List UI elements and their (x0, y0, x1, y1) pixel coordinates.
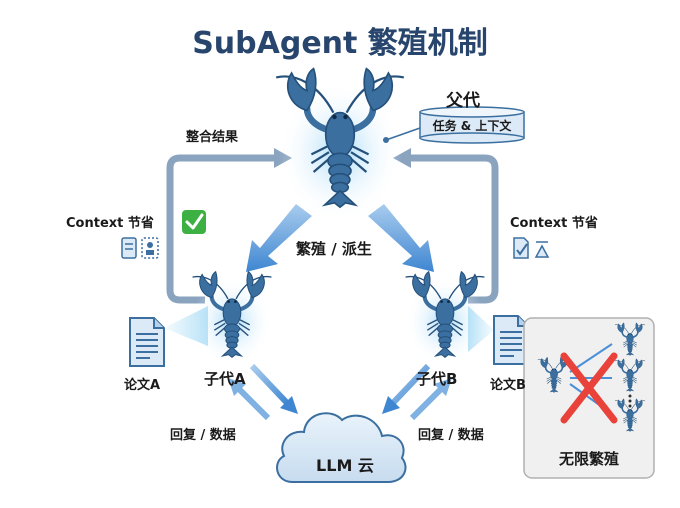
child-a-label: 子代A (204, 370, 246, 388)
context-saving-icons-right (513, 237, 550, 259)
parent-label: 父代 (446, 91, 480, 111)
paper-b-label: 论文B (490, 378, 526, 393)
context-saving-label-left: Context 节省 (66, 216, 154, 231)
cloud-to-child-a-arrow (228, 378, 271, 421)
check-icon (182, 210, 206, 234)
context-saving-icons-left (121, 237, 159, 259)
spawn-label: 繁殖 / 派生 (296, 240, 372, 258)
spawn-arrow-left (246, 204, 312, 272)
page-title: SubAgent 繁殖机制 (192, 26, 488, 61)
parent-connector (385, 127, 421, 141)
paper-b-beam (468, 306, 494, 352)
parent-connector-dot (383, 137, 389, 143)
child-a-to-cloud-arrow (249, 363, 298, 414)
infinite-breeding-panel (523, 317, 655, 479)
reply-label-left: 回复 / 数据 (170, 428, 236, 443)
context-saving-label-right: Context 节省 (510, 216, 598, 231)
merge-loop-right (393, 148, 499, 304)
reply-label-right: 回复 / 数据 (418, 428, 484, 443)
context-cylinder (419, 106, 525, 144)
paper-a-icon (129, 317, 165, 367)
cloud-to-child-b-arrow (409, 378, 452, 421)
llm-cloud-icon (276, 412, 407, 483)
merge-label: 整合结果 (186, 130, 239, 145)
spawn-arrow-right (368, 204, 434, 272)
paper-a-label: 论文A (124, 378, 161, 393)
cross-icon (560, 352, 618, 424)
paper-b-icon (493, 315, 529, 365)
child-b-to-cloud-arrow (382, 363, 431, 414)
child-b-label: 子代B (416, 370, 458, 388)
context-label: 任务 & 上下文 (432, 119, 512, 133)
cloud-label: LLM 云 (316, 456, 374, 475)
infinite-breeding-label: 无限繁殖 (558, 450, 619, 468)
paper-a-beam (164, 306, 208, 346)
